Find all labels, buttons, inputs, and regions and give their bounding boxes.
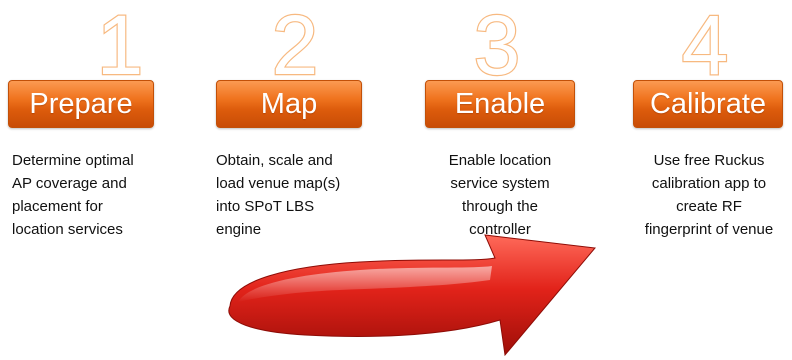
calibrate-description: Use free Ruckus calibration app to creat… (644, 152, 774, 238)
step-3-number-text: 3 (474, 0, 521, 92)
map-button[interactable]: Map (216, 80, 362, 128)
step-1-number-text: 1 (97, 0, 144, 92)
calibrate-button[interactable]: Calibrate (633, 80, 783, 128)
step-4-number-text: 4 (682, 0, 729, 92)
step-3-number: 3 (472, 0, 521, 93)
prepare-button[interactable]: Prepare (8, 80, 154, 128)
step-2-number-text: 2 (272, 0, 319, 92)
map-description: Obtain, scale and load venue map(s) into… (216, 152, 341, 238)
prepare-description: Determine optimal AP coverage and placem… (12, 152, 134, 238)
enable-button[interactable]: Enable (425, 80, 575, 128)
step-2-number: 2 (270, 0, 319, 93)
enable-description: Enable location service system through t… (448, 152, 552, 238)
step-4-number: 4 (680, 0, 729, 93)
step-1-number: 1 (95, 0, 144, 93)
